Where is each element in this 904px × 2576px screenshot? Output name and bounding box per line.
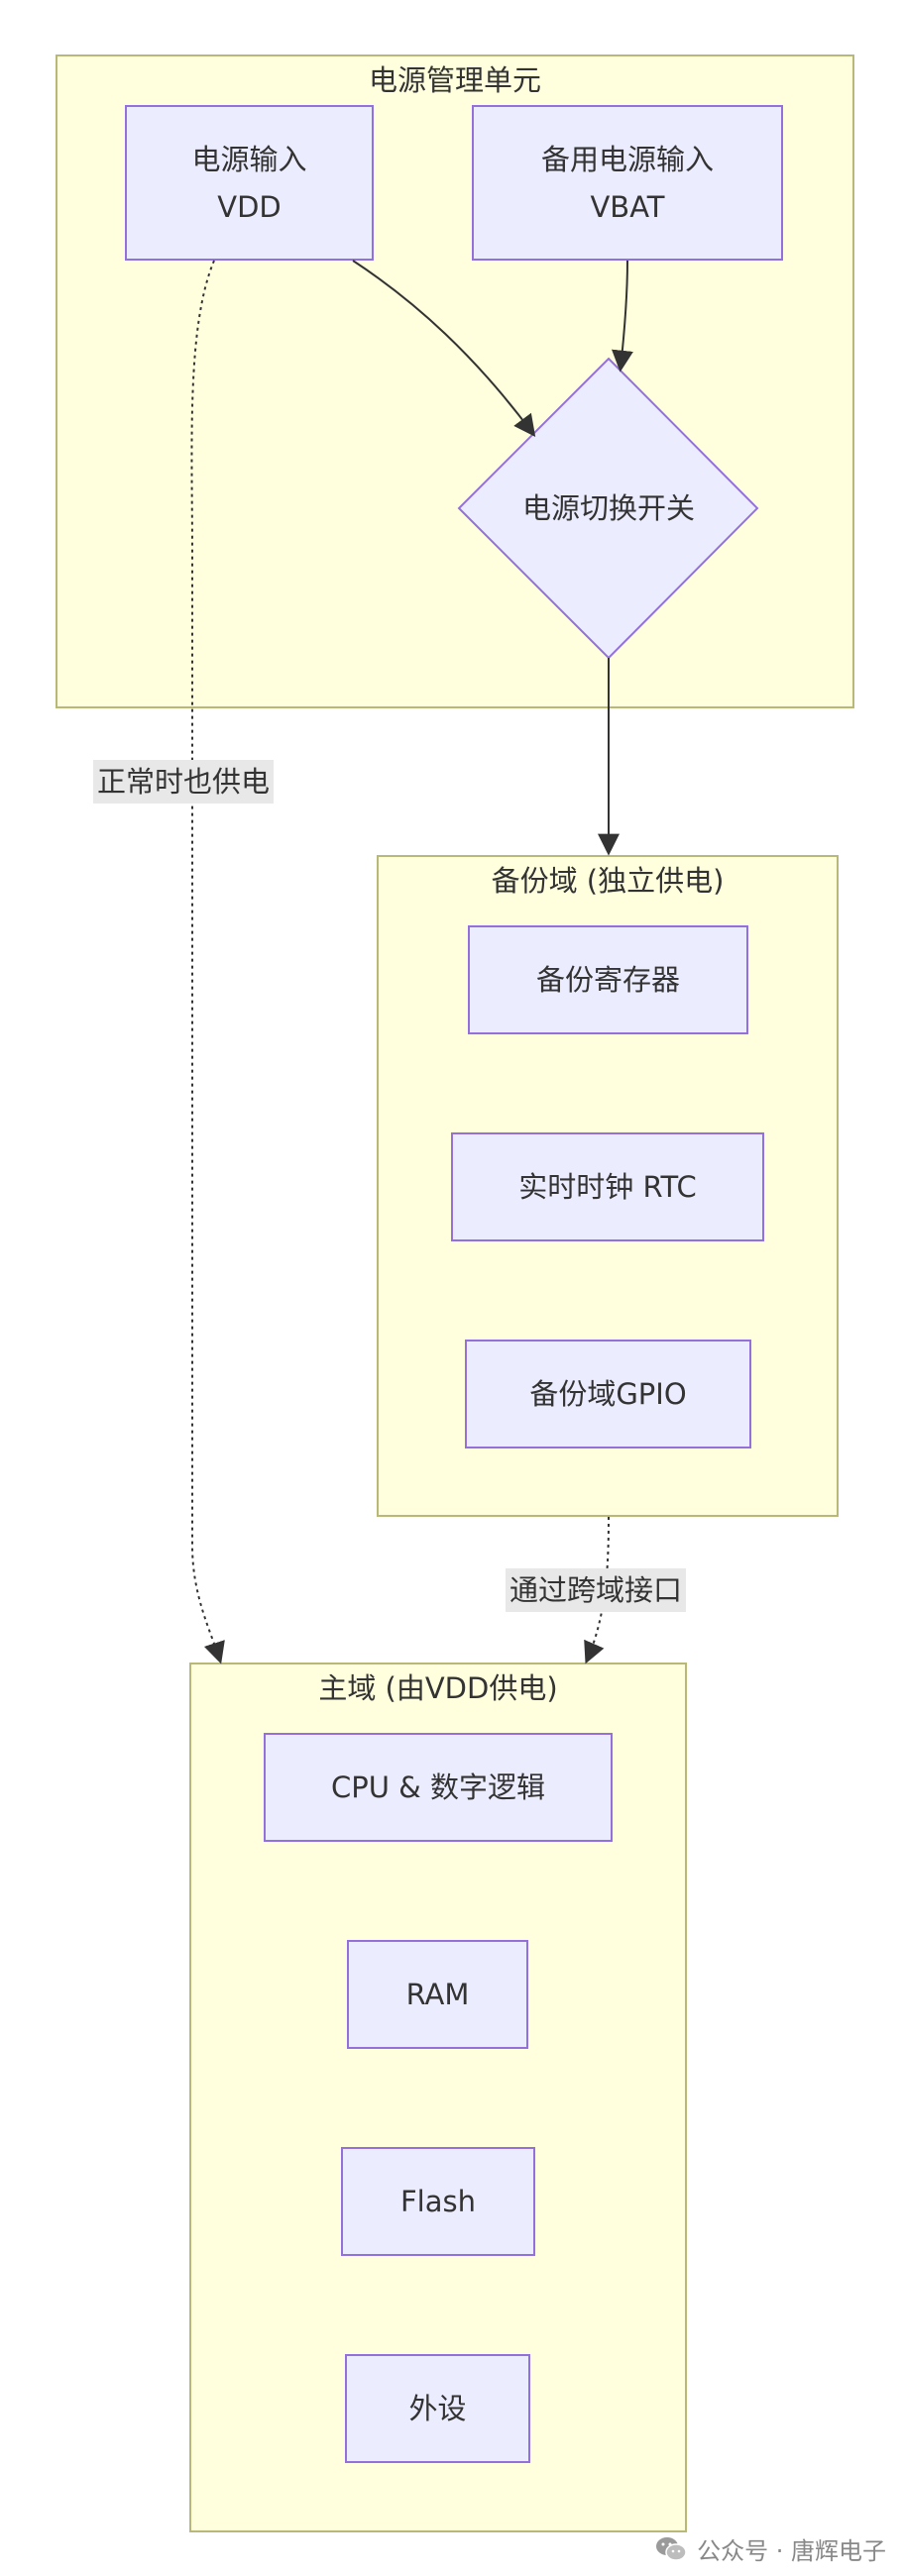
rtc-label: 实时时钟 RTC — [518, 1170, 697, 1204]
backup-registers-label: 备份寄存器 — [535, 963, 680, 997]
edge-vbat-to-switch — [612, 260, 633, 373]
vdd-input-label: 电源输入 — [191, 142, 307, 176]
wechat-icon — [656, 2536, 687, 2561]
edge-label-cross-domain: 通过跨域接口 — [506, 1568, 687, 1612]
ram-node[interactable]: RAM — [347, 1940, 528, 2049]
vbat-input-node[interactable]: 备用电源输入 VBAT — [472, 105, 783, 261]
vdd-input-node[interactable]: 电源输入 VDD — [125, 105, 374, 261]
rtc-node[interactable]: 实时时钟 RTC — [451, 1132, 764, 1241]
power-switch-label: 电源切换开关 — [521, 491, 695, 525]
backup-domain-title: 备份域 (独立供电) — [491, 864, 725, 898]
edge-label-normal-supply: 正常时也供电 — [93, 760, 275, 804]
edge-vdd-to-main — [190, 260, 225, 1664]
peripherals-node[interactable]: 外设 — [345, 2354, 530, 2463]
cpu-logic-label: CPU & 数字逻辑 — [330, 1771, 545, 1804]
flash-label: Flash — [400, 2185, 476, 2218]
backup-gpio-label: 备份域GPIO — [529, 1377, 687, 1411]
vbat-input-label: 备用电源输入 — [540, 142, 714, 176]
backup-registers-node[interactable]: 备份寄存器 — [468, 925, 748, 1034]
vbat-input-sublabel: VBAT — [590, 189, 665, 224]
flash-node[interactable]: Flash — [341, 2147, 535, 2256]
backup-gpio-node[interactable]: 备份域GPIO — [465, 1340, 751, 1449]
watermark-text: 公众号 · 唐辉电子 — [697, 2537, 886, 2565]
edge-vdd-to-switch — [352, 260, 536, 437]
vdd-input-sublabel: VDD — [217, 189, 282, 224]
power-management-title: 电源管理单元 — [368, 63, 541, 97]
ram-label: RAM — [405, 1978, 470, 2011]
main-domain-title: 主域 (由VDD供电) — [318, 1671, 558, 1705]
watermark: 公众号 · 唐辉电子 — [655, 2531, 886, 2566]
peripherals-label: 外设 — [408, 2392, 467, 2425]
cpu-logic-node[interactable]: CPU & 数字逻辑 — [264, 1733, 613, 1842]
